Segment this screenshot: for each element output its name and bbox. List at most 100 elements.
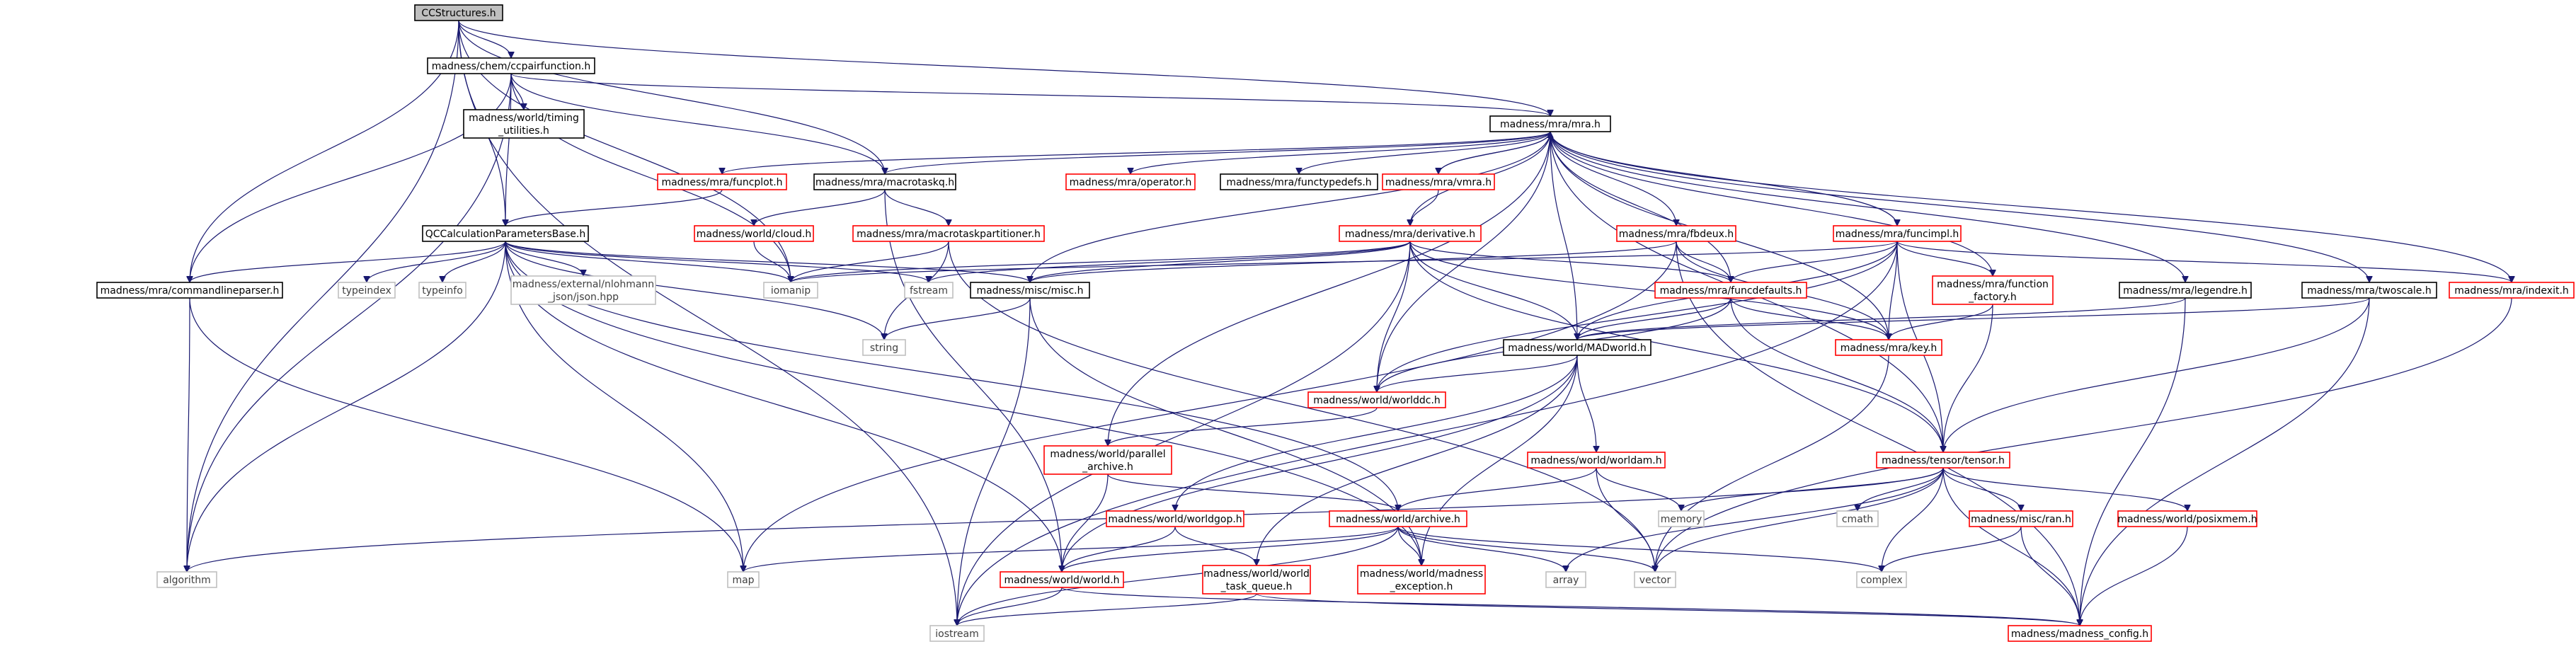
node-label: madness/tensor/tensor.h bbox=[1882, 455, 2005, 466]
node-box bbox=[763, 282, 818, 299]
node-madness-madness-config-h[interactable]: madness/madness_config.h bbox=[2008, 625, 2152, 642]
node-madness-mra-twoscale-h[interactable]: madness/mra/twoscale.h bbox=[2301, 282, 2437, 299]
node-madness-external-nlohmann-json-json-hpp[interactable]: madness/external/nlohmann_json/json.hpp bbox=[510, 275, 656, 305]
node-map[interactable]: map bbox=[727, 571, 760, 588]
node-madness-mra-function-factory-h[interactable]: madness/mra/function_factory.h bbox=[1932, 275, 2054, 305]
edge-archive-to-array bbox=[1397, 526, 1566, 573]
edge-mra-to-macrotaskq bbox=[885, 131, 1551, 175]
node-box bbox=[2008, 625, 2152, 642]
node-complex[interactable]: complex bbox=[1856, 571, 1907, 588]
node-label: cmath bbox=[1842, 514, 1873, 525]
node-madness-mra-derivative-h[interactable]: madness/mra/derivative.h bbox=[1339, 225, 1482, 242]
node-madness-world-worldgop-h[interactable]: madness/world/worldgop.h bbox=[1106, 510, 1244, 527]
edge-mtpart-to-vector bbox=[948, 241, 1655, 572]
edge-legendre-to-madworld bbox=[1577, 297, 2186, 340]
node-box bbox=[657, 173, 787, 190]
node-madness-mra-fbdeux-h[interactable]: madness/mra/fbdeux.h bbox=[1616, 225, 1736, 242]
node-madness-misc-misc-h[interactable]: madness/misc/misc.h bbox=[970, 282, 1090, 299]
node-label: madness/mra/mra.h bbox=[1500, 119, 1601, 130]
node-label: _archive.h bbox=[1082, 461, 1133, 473]
node-madness-mra-vmra-h[interactable]: madness/mra/vmra.h bbox=[1382, 173, 1495, 190]
node-madness-mra-funcdefaults-h[interactable]: madness/mra/funcdefaults.h bbox=[1654, 282, 1807, 299]
edge-posixmem-to-config bbox=[2080, 526, 2188, 626]
edge-mra-to-twoscale bbox=[1550, 131, 2369, 282]
node-madness-world-worlddc-h[interactable]: madness/world/worlddc.h bbox=[1307, 391, 1446, 408]
node-madness-mra-legendre-h[interactable]: madness/mra/legendre.h bbox=[2119, 282, 2252, 299]
edge-root-to-macrotaskq bbox=[458, 20, 885, 174]
node-box bbox=[2449, 282, 2575, 299]
edge-mra-to-parallel bbox=[1108, 131, 1551, 446]
node-box bbox=[1000, 571, 1124, 588]
node-madness-chem-ccpairfunction-h[interactable]: madness/chem/ccpairfunction.h bbox=[427, 57, 595, 74]
node-typeindex[interactable]: typeindex bbox=[338, 282, 396, 299]
edge-misc-to-string bbox=[884, 297, 1031, 340]
node-madness-world-parallel-archive-h[interactable]: madness/world/parallel_archive.h bbox=[1043, 445, 1172, 475]
node-madness-mra-funcplot-h[interactable]: madness/mra/funcplot.h bbox=[657, 173, 787, 190]
node-madness-world-world-task-queue-h[interactable]: madness/world/world_task_queue.h bbox=[1202, 565, 1311, 595]
node-label: iostream bbox=[935, 628, 979, 640]
edge-mra-to-funcfactory bbox=[1550, 131, 1993, 276]
edge-ran-to-complex bbox=[1882, 526, 2022, 573]
node-madness-mra-commandlineparser-h[interactable]: madness/mra/commandlineparser.h bbox=[96, 282, 283, 299]
node-madness-misc-ran-h[interactable]: madness/misc/ran.h bbox=[1969, 510, 2073, 527]
node-box bbox=[1503, 339, 1651, 356]
node-box bbox=[1106, 510, 1244, 527]
node-madness-world-madness-exception-h[interactable]: madness/world/madness_exception.h bbox=[1357, 565, 1486, 595]
node-madness-tensor-tensor-h[interactable]: madness/tensor/tensor.h bbox=[1876, 452, 2010, 469]
edge-macrotaskq-to-world bbox=[884, 189, 1062, 572]
node-madness-world-madworld-h[interactable]: madness/world/MADworld.h bbox=[1503, 339, 1651, 356]
node-box bbox=[1932, 275, 2054, 305]
node-box bbox=[1876, 452, 2010, 469]
node-madness-mra-macrotaskq-h[interactable]: madness/mra/macrotaskq.h bbox=[813, 173, 956, 190]
node-string[interactable]: string bbox=[862, 339, 906, 356]
edge-derivative-to-fstream bbox=[929, 241, 1411, 283]
node-madness-mra-functypedefs-h[interactable]: madness/mra/functypedefs.h bbox=[1220, 173, 1378, 190]
edge-madworld-to-madexc bbox=[1421, 355, 1578, 565]
node-array[interactable]: array bbox=[1545, 571, 1586, 588]
node-madness-world-worldam-h[interactable]: madness/world/worldam.h bbox=[1527, 452, 1666, 469]
node-box bbox=[156, 571, 217, 588]
node-madness-world-cloud-h[interactable]: madness/world/cloud.h bbox=[694, 225, 814, 242]
node-madness-mra-key-h[interactable]: madness/mra/key.h bbox=[1835, 339, 1942, 356]
edge-derivative-to-iostream bbox=[957, 241, 1411, 626]
node-typeinfo[interactable]: typeinfo bbox=[418, 282, 466, 299]
node-box bbox=[1329, 510, 1467, 527]
edge-madworld-to-worldam bbox=[1576, 355, 1596, 452]
node-madness-mra-macrotaskpartitioner-h[interactable]: madness/mra/macrotaskpartitioner.h bbox=[852, 225, 1045, 242]
node-memory[interactable]: memory bbox=[1658, 510, 1705, 527]
node-madness-world-posixmem-h[interactable]: madness/world/posixmem.h bbox=[2117, 510, 2257, 527]
node-madness-world-world-h[interactable]: madness/world/world.h bbox=[1000, 571, 1124, 588]
node-label: madness/mra/macrotaskq.h bbox=[815, 177, 954, 188]
node-label: madness/world/MADworld.h bbox=[1508, 343, 1646, 354]
edge-ccpair-to-macrotaskq bbox=[510, 73, 885, 174]
node-madness-world-timing-utilities-h[interactable]: madness/world/timing_utilities.h bbox=[463, 109, 585, 139]
node-madness-mra-funcimpl-h[interactable]: madness/mra/funcimpl.h bbox=[1833, 225, 1962, 242]
node-qccalculationparametersbase-h[interactable]: QCCalculationParametersBase.h bbox=[422, 225, 589, 242]
edge-qccalc-to-typeindex bbox=[367, 241, 506, 283]
node-box bbox=[96, 282, 283, 299]
edge-worldgop-to-world bbox=[1062, 526, 1176, 573]
node-iostream[interactable]: iostream bbox=[929, 625, 985, 642]
edge-parallel-to-world bbox=[1062, 473, 1109, 572]
edge-qccalc-to-json bbox=[505, 241, 583, 277]
node-fstream[interactable]: fstream bbox=[904, 282, 954, 299]
edge-mra-to-functypedefs bbox=[1299, 131, 1551, 175]
node-label: madness/mra/derivative.h bbox=[1345, 229, 1475, 240]
node-madness-world-archive-h[interactable]: madness/world/archive.h bbox=[1329, 510, 1467, 527]
node-label: vector bbox=[1639, 575, 1671, 586]
edge-cmdparser-to-algorithm bbox=[187, 297, 190, 572]
edge-funcfactory-to-tensor bbox=[1943, 304, 1993, 452]
node-madness-mra-operator-h[interactable]: madness/mra/operator.h bbox=[1065, 173, 1196, 190]
node-madness-mra-mra-h[interactable]: madness/mra/mra.h bbox=[1489, 115, 1611, 132]
edge-mra-to-madworld bbox=[1550, 131, 1577, 340]
node-box bbox=[1065, 173, 1196, 190]
node-label: madness/mra/funcplot.h bbox=[661, 177, 782, 188]
include-edges bbox=[187, 20, 2512, 626]
node-cmath[interactable]: cmath bbox=[1836, 510, 1879, 527]
node-vector[interactable]: vector bbox=[1634, 571, 1676, 588]
node-madness-mra-indexit-h[interactable]: madness/mra/indexit.h bbox=[2449, 282, 2575, 299]
node-iomanip[interactable]: iomanip bbox=[763, 282, 818, 299]
node-label: madness/world/posixmem.h bbox=[2117, 514, 2257, 525]
node-algorithm[interactable]: algorithm bbox=[156, 571, 217, 588]
node-label: string bbox=[870, 343, 898, 354]
